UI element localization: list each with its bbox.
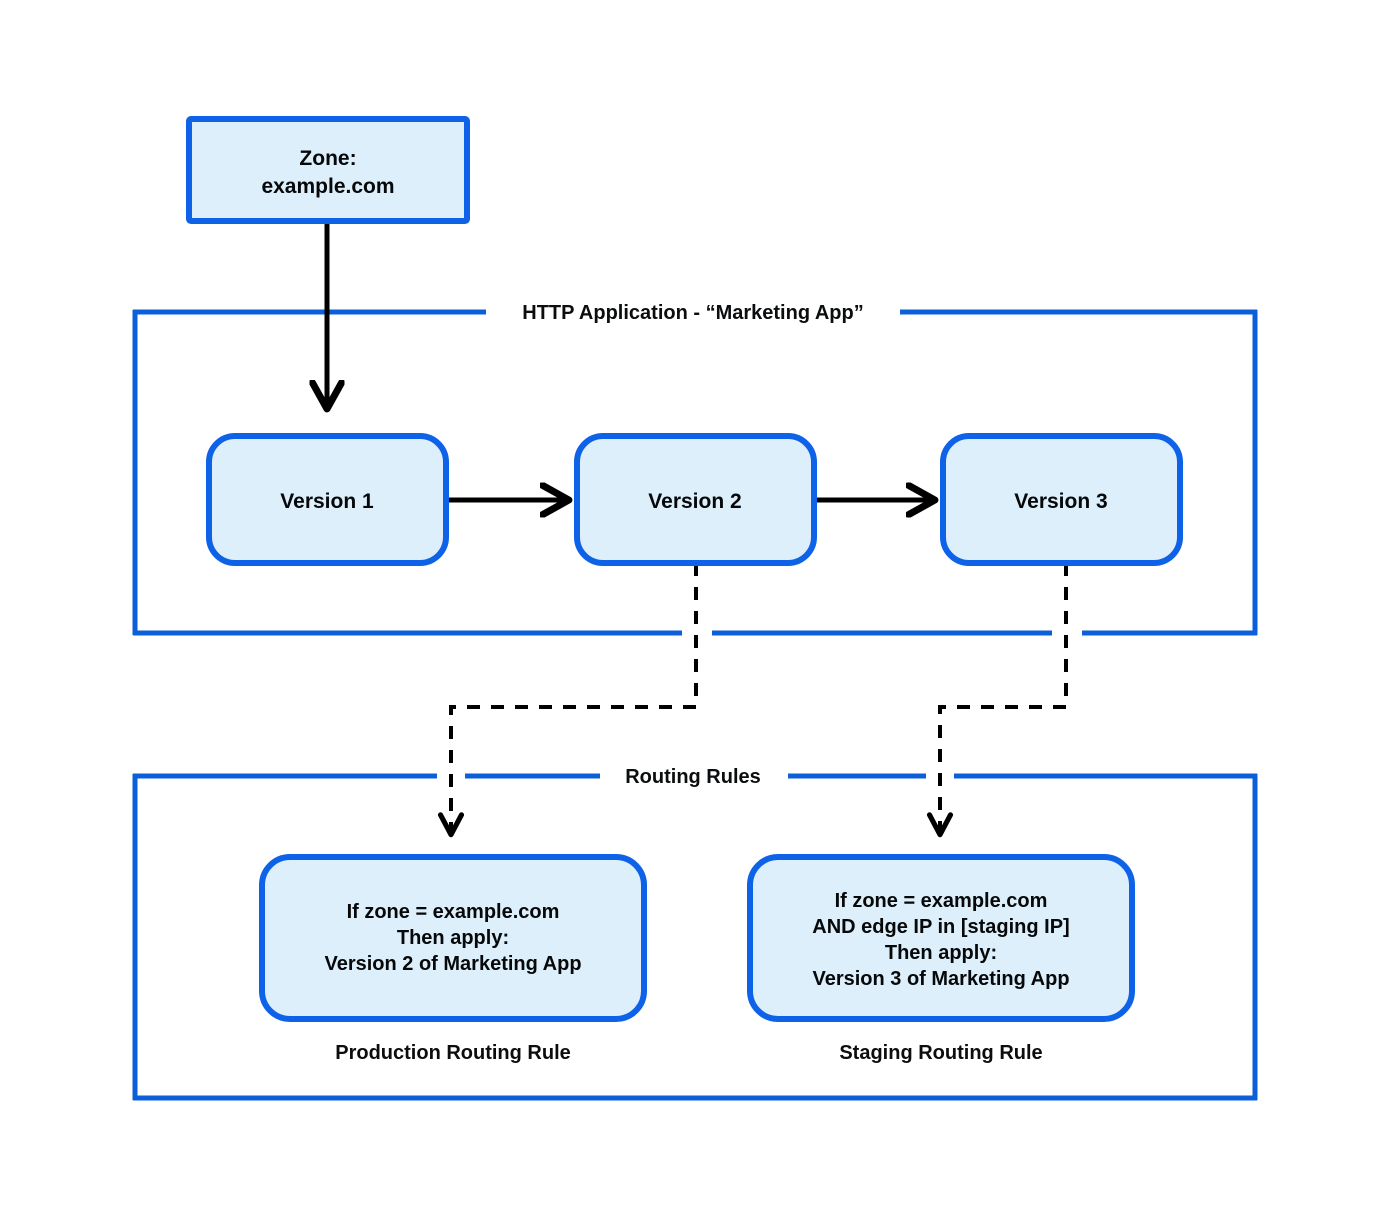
node-zone-line-1: Zone: — [299, 147, 356, 170]
node-staging-rule-caption: Staging Routing Rule — [839, 1042, 1042, 1064]
node-staging-rule-line-3: Then apply: — [885, 942, 997, 964]
node-production-routing-rule-box[interactable] — [259, 854, 647, 1022]
connector-path — [926, 563, 1068, 838]
http-application-group: HTTP Application - “Marketing App” — [132, 302, 1258, 636]
app-group-title: HTTP Application - “Marketing App” — [522, 302, 863, 324]
connector-version-2-to-production-rule — [437, 563, 698, 838]
connector-path — [437, 563, 698, 838]
node-version-1-label: Version 1 — [280, 490, 374, 513]
node-staging-rule-line-1: If zone = example.com — [835, 890, 1048, 912]
node-staging-routing-rule-box[interactable] — [747, 854, 1135, 1022]
node-version-3[interactable]: Version 3 — [940, 433, 1183, 566]
node-zone[interactable]: Zone: example.com — [186, 116, 470, 224]
node-version-2[interactable]: Version 2 — [574, 433, 817, 566]
node-zone-box[interactable] — [186, 116, 470, 224]
node-staging-routing-rule[interactable]: If zone = example.com AND edge IP in [st… — [747, 854, 1135, 1064]
node-production-rule-caption: Production Routing Rule — [335, 1042, 571, 1064]
node-production-rule-line-2: Then apply: — [397, 927, 509, 949]
node-production-rule-line-1: If zone = example.com — [347, 901, 560, 923]
routing-rules-group: Routing Rules — [132, 766, 1258, 1101]
node-zone-line-2: example.com — [261, 175, 394, 198]
node-version-1-box[interactable] — [206, 433, 449, 566]
node-production-rule-line-3: Version 2 of Marketing App — [324, 953, 581, 975]
node-version-3-box[interactable] — [940, 433, 1183, 566]
connector-version-3-to-staging-rule — [926, 563, 1068, 838]
node-version-2-box[interactable] — [574, 433, 817, 566]
node-version-1[interactable]: Version 1 — [206, 433, 449, 566]
node-staging-rule-line-2: AND edge IP in [staging IP] — [812, 916, 1069, 938]
node-production-routing-rule[interactable]: If zone = example.com Then apply: Versio… — [259, 854, 647, 1064]
node-staging-rule-line-4: Version 3 of Marketing App — [812, 968, 1069, 990]
routing-group-title: Routing Rules — [625, 766, 761, 788]
node-version-3-label: Version 3 — [1014, 490, 1107, 513]
node-version-2-label: Version 2 — [648, 490, 741, 513]
